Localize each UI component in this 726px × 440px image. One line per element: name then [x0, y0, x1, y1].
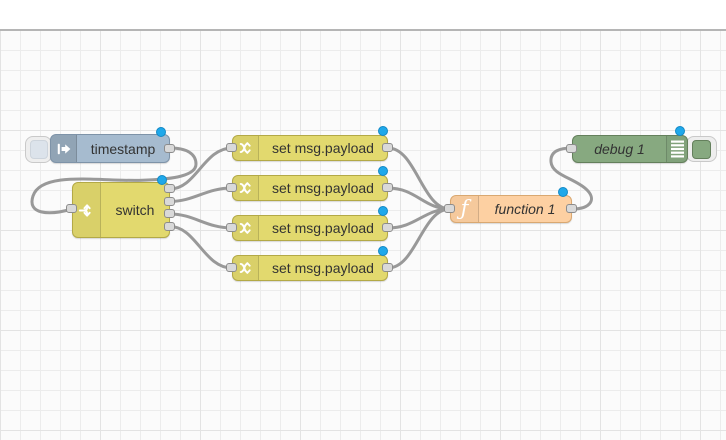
wire-change4-function[interactable] [386, 207, 452, 270]
port-input-switch[interactable] [66, 204, 77, 213]
node-label: set msg.payload [272, 140, 374, 156]
changed-indicator [378, 166, 388, 176]
fork-icon [73, 183, 101, 237]
wire-switch4-change4[interactable] [168, 225, 234, 270]
port-output-change-2[interactable] [382, 183, 393, 192]
wire-switch3-change3[interactable] [168, 212, 234, 230]
port-output-function[interactable] [566, 204, 577, 213]
port-input-change-2[interactable] [226, 183, 237, 192]
port-input-change-3[interactable] [226, 223, 237, 232]
node-label: debug 1 [594, 141, 645, 157]
port-output-switch-4[interactable] [164, 222, 175, 231]
changed-indicator [378, 246, 388, 256]
port-output-change-3[interactable] [382, 223, 393, 232]
port-output-switch-1[interactable] [164, 184, 175, 193]
node-label: function 1 [494, 201, 556, 217]
port-output-switch-2[interactable] [164, 197, 175, 206]
port-input-change-1[interactable] [226, 143, 237, 152]
node-label: set msg.payload [272, 260, 374, 276]
node-change-4[interactable]: set msg.payload [232, 255, 388, 281]
wire-switch1-change1[interactable] [168, 146, 234, 191]
shuffle-icon [233, 136, 259, 160]
header-divider [0, 29, 726, 31]
shuffle-icon [233, 256, 259, 280]
wire-inject-switch[interactable] [30, 146, 198, 215]
node-label: switch [115, 202, 155, 218]
debug-toggle-button-face [692, 140, 711, 159]
wire-switch2-change2[interactable] [168, 186, 234, 203]
port-output-change-1[interactable] [382, 143, 393, 152]
shuffle-icon [233, 176, 259, 200]
node-debug-1[interactable]: debug 1 [572, 135, 688, 163]
node-inject-timestamp[interactable]: timestamp [50, 134, 170, 163]
node-label: timestamp [90, 140, 156, 157]
inject-trigger-button[interactable] [25, 136, 52, 163]
shuffle-icon [233, 216, 259, 240]
node-change-3[interactable]: set msg.payload [232, 215, 388, 241]
node-switch[interactable]: switch [72, 182, 170, 238]
header-strip [0, 0, 726, 29]
debug-toggle-button[interactable] [686, 136, 717, 162]
inject-trigger-button-face [30, 140, 48, 159]
debug-list-icon [666, 136, 687, 162]
changed-indicator [558, 187, 568, 197]
inject-arrow-icon [51, 135, 77, 162]
wire-change1-function[interactable] [386, 146, 452, 211]
changed-indicator [378, 206, 388, 216]
node-label: set msg.payload [272, 220, 374, 236]
changed-indicator [157, 175, 167, 185]
node-function-1[interactable]: ƒ function 1 [450, 195, 572, 223]
changed-indicator [675, 126, 685, 136]
port-output-switch-3[interactable] [164, 209, 175, 218]
port-input-change-4[interactable] [226, 263, 237, 272]
node-change-1[interactable]: set msg.payload [232, 135, 388, 161]
wire-function-debug[interactable] [549, 146, 593, 211]
changed-indicator [156, 127, 166, 137]
function-icon: ƒ [451, 196, 479, 222]
changed-indicator [378, 126, 388, 136]
port-output-inject[interactable] [164, 144, 175, 153]
port-output-change-4[interactable] [382, 263, 393, 272]
node-change-2[interactable]: set msg.payload [232, 175, 388, 201]
node-label: set msg.payload [272, 180, 374, 196]
port-input-function[interactable] [444, 204, 455, 213]
port-input-debug[interactable] [566, 144, 577, 153]
